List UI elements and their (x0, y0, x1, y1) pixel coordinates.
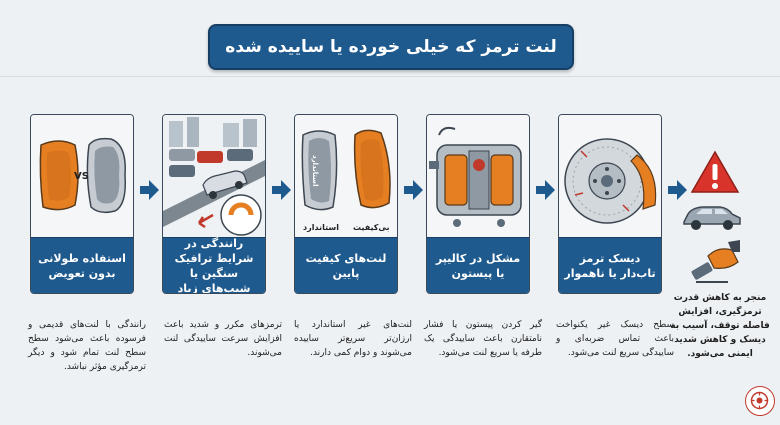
step-card-caliper: مشکل در کالیپر یا پیستون (426, 114, 530, 294)
brake-pedal-icon (691, 240, 740, 283)
step-description: گیر کردن پیستون یا فشار نامتقارن باعث سا… (424, 320, 542, 358)
step-card-heavy-traffic: رانندگی در شرایط ترافیک سنگین یا شیب‌های… (162, 114, 266, 294)
traffic-slope-icon (163, 115, 265, 239)
step-caption: رانندگی در شرایط ترافیک سنگین یا شیب‌های… (163, 237, 265, 293)
step-caption: دیسک ترمز تاب‌دار یا ناهموار (559, 237, 661, 293)
step-description: ترمزهای مکرر و شدید باعث افزایش سرعت سای… (164, 320, 282, 358)
brake-disc-icon (559, 115, 661, 239)
step-caption: مشکل در کالیپر یا پیستون (427, 237, 529, 293)
arrow-right-icon (272, 180, 291, 200)
step-card-low-quality: استاندارد استاندارد بی‌کیفیت لنت‌های کیف… (294, 114, 398, 294)
arrow-right-icon (404, 180, 423, 200)
arrow-right-icon (668, 180, 687, 200)
worn-vs-new-pads-icon: VS (31, 115, 133, 239)
vs-label: VS (74, 171, 89, 182)
step-card-warped-disc: دیسک ترمز تاب‌دار یا ناهموار (558, 114, 662, 294)
background-rule (0, 76, 780, 77)
step-card-long-use: VS استفاده طولانی بدون تعویض (30, 114, 134, 294)
step-description: سطح دیسک غیر یکنواخت باعث تماس ضربه‌ای و… (556, 320, 674, 358)
caliper-icon (427, 115, 529, 239)
pad-quality-icon: استاندارد استاندارد بی‌کیفیت (295, 115, 397, 239)
low-quality-label: بی‌کیفیت (353, 223, 390, 232)
arrow-right-icon (140, 180, 159, 200)
final-consequence-text: منجر به کاهش قدرت ترمزگیری، افزایش فاصله… (670, 293, 770, 359)
page-title: لنت ترمز که خیلی خورده یا ساییده شده (208, 24, 574, 70)
brand-logo (745, 386, 775, 416)
pad-text: استاندارد (311, 155, 319, 187)
step-description: لنت‌های غیر استاندارد یا ارزان‌تر سریع‌ت… (294, 320, 412, 358)
step-caption: استفاده طولانی بدون تعویض (31, 237, 133, 293)
car-icon (683, 206, 741, 230)
warning-icon (690, 150, 740, 193)
arrow-right-icon (536, 180, 555, 200)
standard-label: استاندارد (303, 223, 339, 232)
step-caption: لنت‌های کیفیت پایین (295, 237, 397, 293)
step-description: رانندگی با لنت‌های قدیمی و فرسوده باعث م… (28, 320, 146, 372)
